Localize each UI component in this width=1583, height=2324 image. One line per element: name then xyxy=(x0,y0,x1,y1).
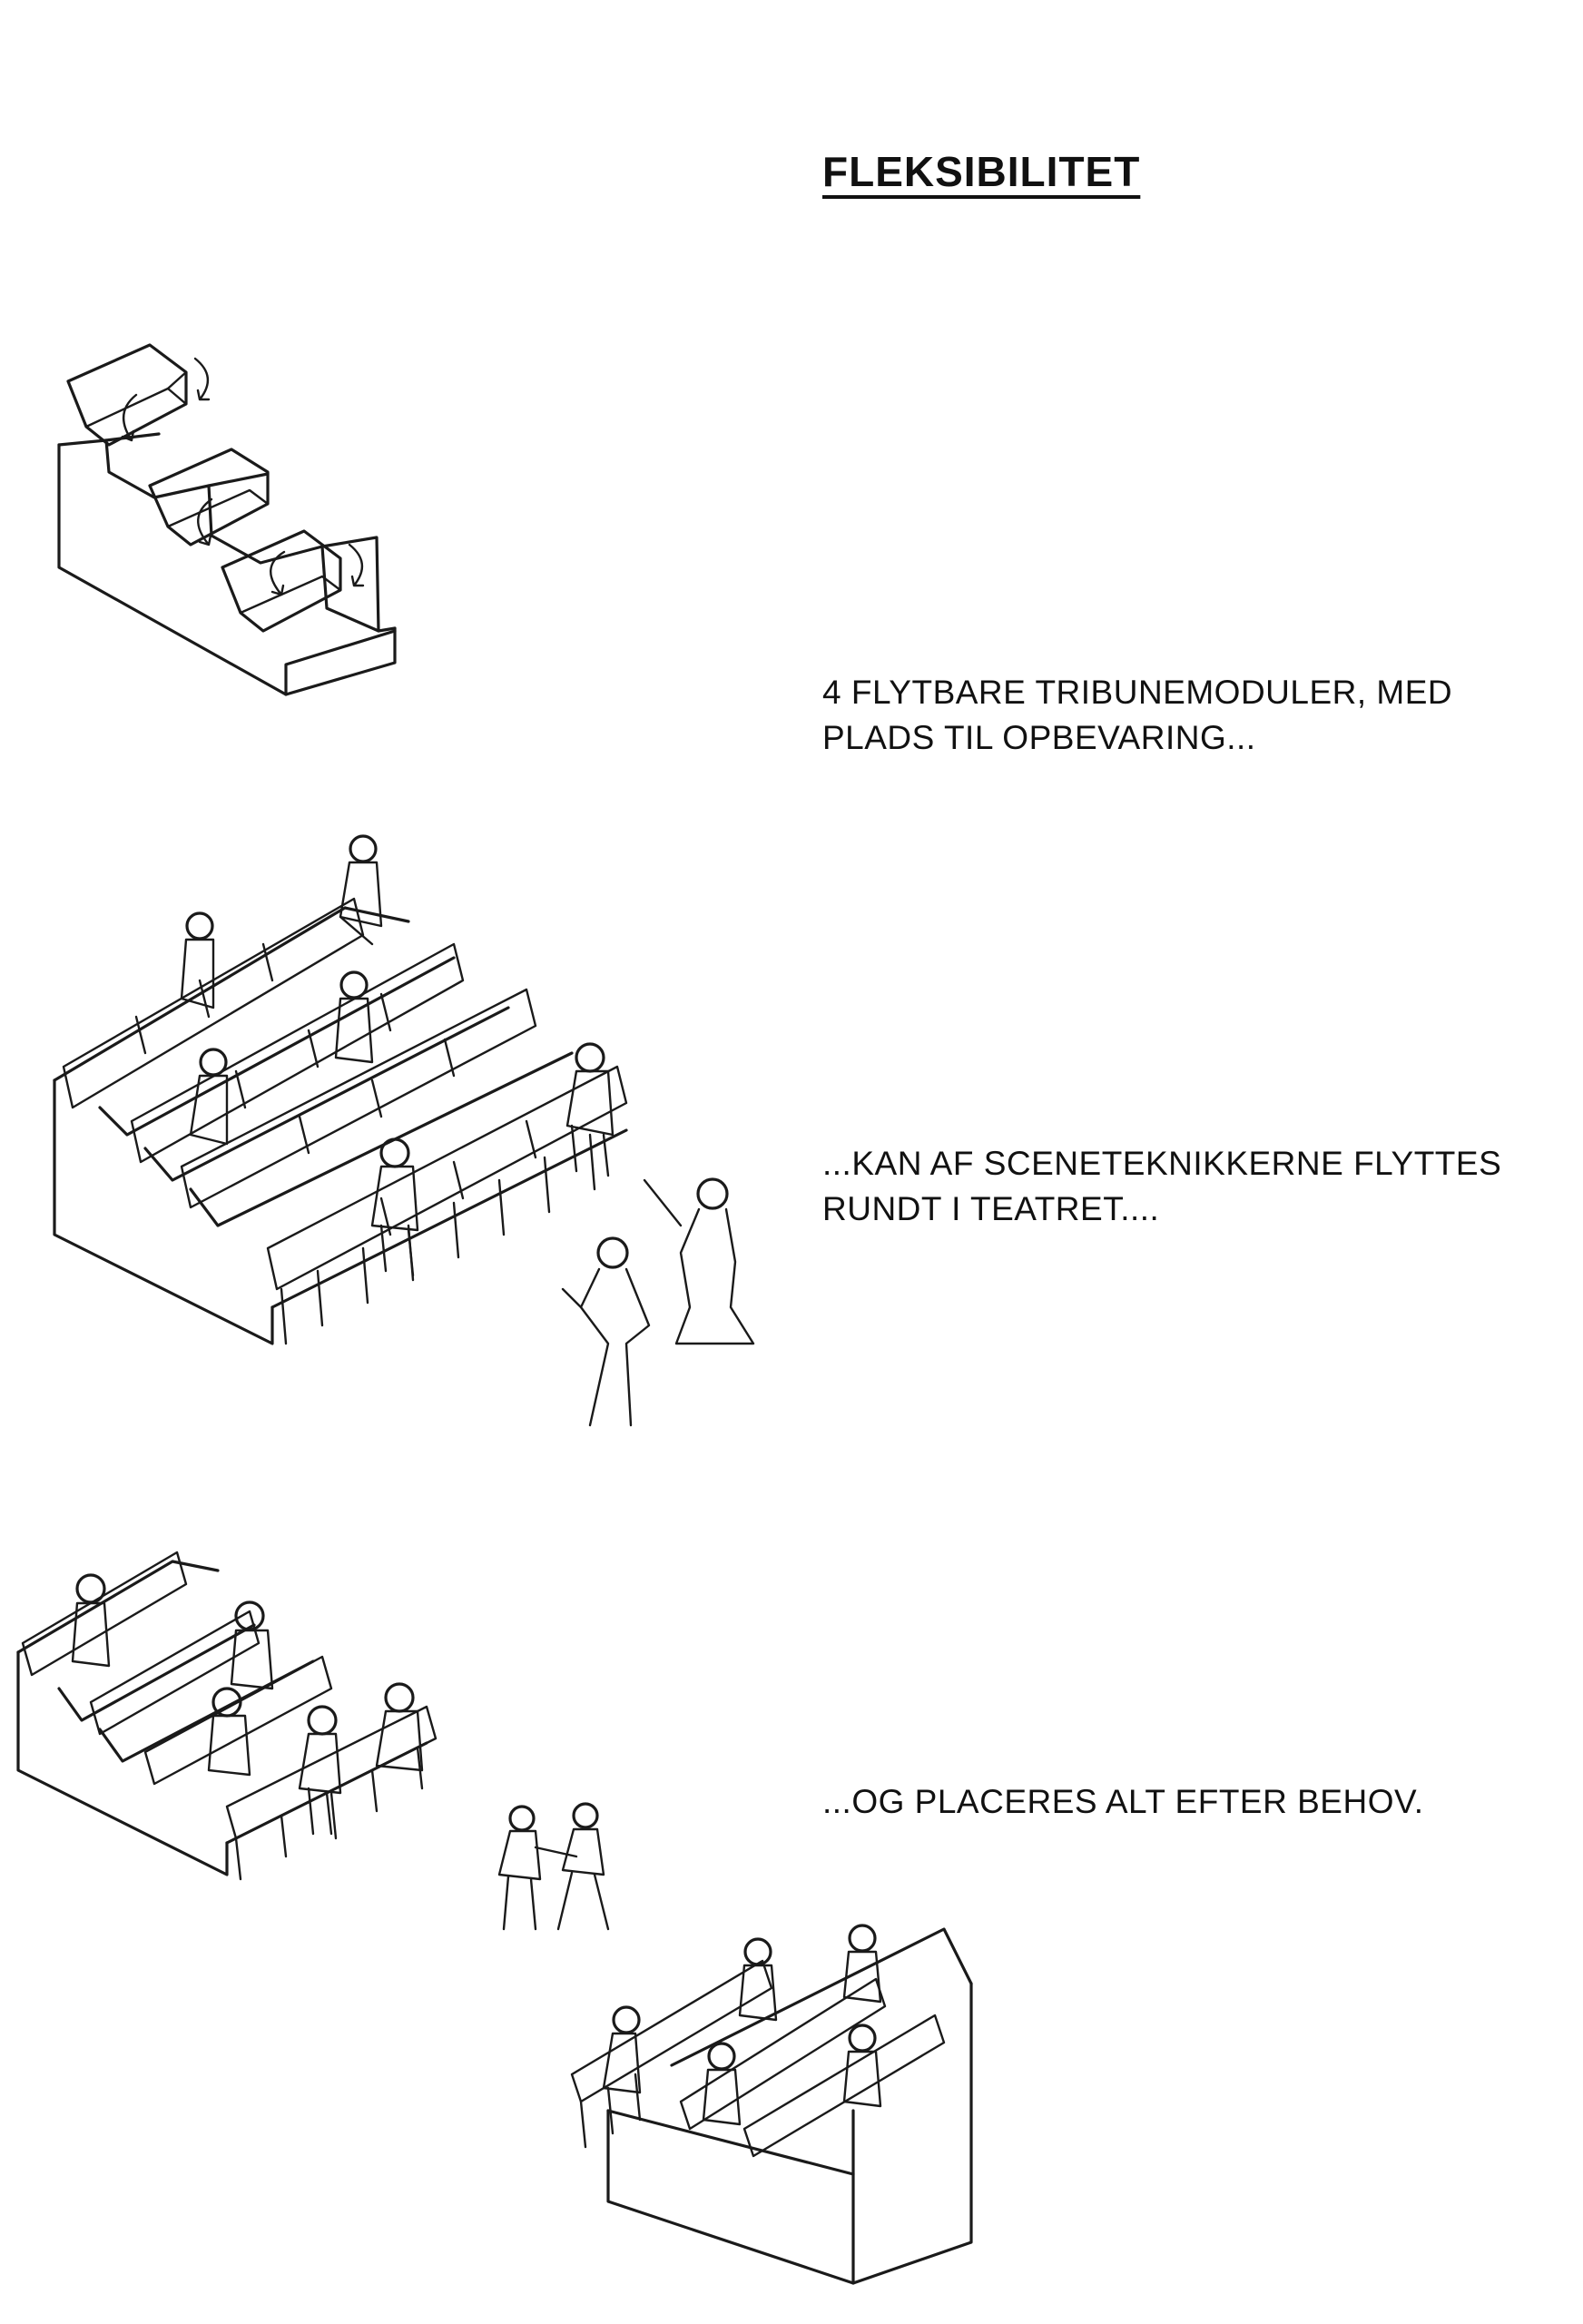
caption-step-3-line-1: ...OG PLACERES ALT EFTER BEHOV. xyxy=(822,1783,1424,1820)
caption-step-2-line-1: ...KAN AF SCENETEKNIKKERNE FLYTTES xyxy=(822,1145,1502,1182)
caption-step-2: ...KAN AF SCENETEKNIKKERNE FLYTTES RUNDT… xyxy=(822,1141,1501,1232)
caption-step-3: ...OG PLACERES ALT EFTER BEHOV. xyxy=(822,1779,1424,1825)
tribune-body xyxy=(606,1927,973,2285)
bench-rows xyxy=(62,897,628,1291)
tribune-being-moved-sketch xyxy=(53,834,755,1427)
technicians xyxy=(561,1177,755,1427)
caption-step-1-line-1: 4 FLYTBARE TRIBUNEMODULER, MED xyxy=(822,674,1453,711)
caption-step-2-line-2: RUNDT I TEATRET.... xyxy=(822,1190,1160,1227)
caption-step-1: 4 FLYTBARE TRIBUNEMODULER, MED PLADS TIL… xyxy=(822,670,1452,761)
bench-rows xyxy=(570,1959,946,2158)
seated-audience xyxy=(602,1924,882,2126)
fold-seat-middle xyxy=(148,448,270,547)
tribune-module-sketch xyxy=(57,343,397,696)
tribune-placed-right-sketch xyxy=(570,1924,973,2285)
technicians-pair-sketch xyxy=(497,1802,610,1931)
stepped-tribune-outline xyxy=(57,432,397,696)
tribune-body xyxy=(53,906,628,1345)
bench-rows xyxy=(21,1551,438,1881)
seated-audience xyxy=(180,834,615,1277)
rotate-arrows xyxy=(121,357,365,596)
fold-seat-top xyxy=(66,343,188,447)
bench-legs xyxy=(280,1133,596,1345)
fold-seat-bottom xyxy=(221,529,342,633)
caption-step-1-line-2: PLADS TIL OPBEVARING... xyxy=(822,719,1256,756)
tribune-body xyxy=(16,1560,428,1876)
page-title: FLEKSIBILITET xyxy=(822,148,1141,195)
tribune-placed-left-sketch xyxy=(16,1551,438,1881)
seated-audience xyxy=(71,1573,424,1840)
